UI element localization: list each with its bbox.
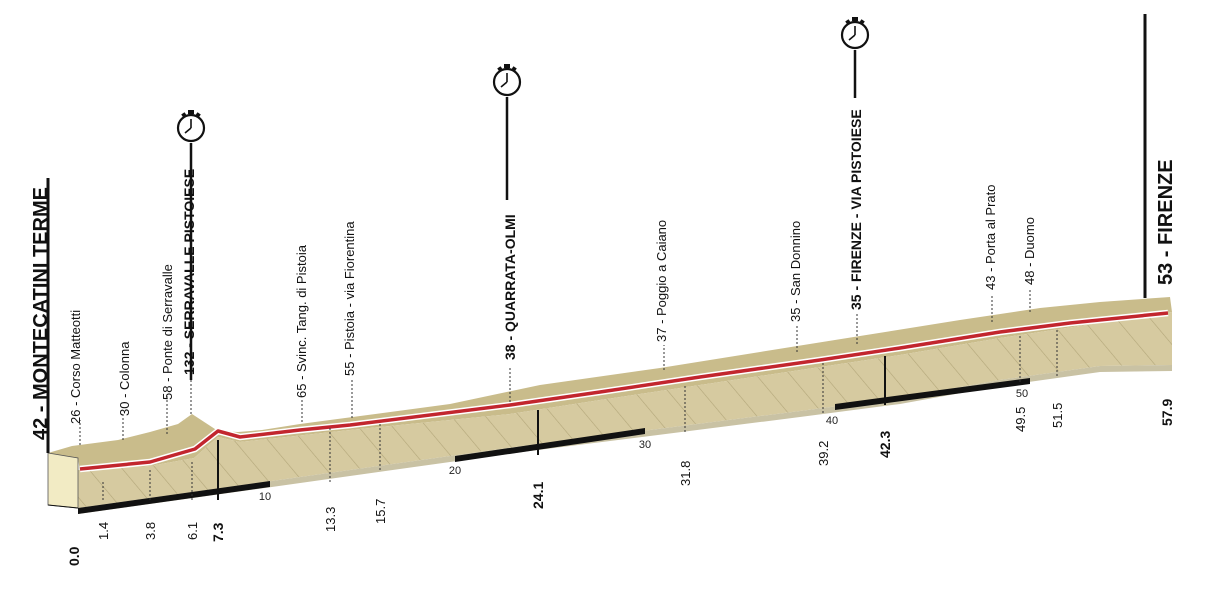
- waypoint-label: 30 - Colonna: [117, 341, 132, 416]
- start-label: 42 - MONTECATINI TERME: [30, 187, 52, 440]
- km-segment-dark: [835, 378, 1030, 410]
- km-label: 42.3: [877, 431, 893, 458]
- km-label: 49.5: [1013, 407, 1028, 432]
- km-label: 6.1: [185, 522, 200, 540]
- waypoint-layer: 26 - Corso Matteotti 30 - Colonna 58 - Pon…: [68, 17, 1037, 445]
- waypoint-label: 38 - QUARRATA-OLMI: [502, 214, 518, 360]
- route-line: [79, 311, 1169, 471]
- finish-label: 53 - FIRENZE: [1155, 159, 1177, 285]
- terrain-side-face: [47, 452, 79, 509]
- km-label: 31.8: [678, 461, 693, 486]
- waypoint-label: 58 - Ponte di Serravalle: [160, 264, 175, 400]
- waypoint-label: 43 - Porta al Prato: [983, 185, 998, 291]
- axis-tick-label: 20: [449, 465, 461, 477]
- km-label-layer: 1.4 3.8 6.1 7.3 13.3 15.7 24.1 31.8 39.2 42.3 49.5…: [96, 330, 1065, 542]
- axis-tick-layer: 10 20 30 40 50: [259, 388, 1028, 503]
- km-label: 39.2: [816, 441, 831, 466]
- km-label: 3.8: [143, 522, 158, 540]
- km-label: 15.7: [373, 499, 388, 524]
- axis-tick-label: 30: [639, 439, 651, 451]
- terrain-hatch: [78, 312, 1172, 508]
- axis-tick-label: 10: [259, 491, 271, 503]
- stopwatch-icon: [492, 64, 522, 97]
- waypoint-label: 35 - San Donnino: [788, 221, 803, 322]
- km-segment-dark: [455, 428, 645, 462]
- km-label: 13.3: [323, 507, 338, 532]
- start-km: 0.0: [66, 546, 82, 566]
- base-bar-light: [78, 365, 1172, 514]
- axis-tick-label: 40: [826, 415, 838, 427]
- km-segment-dark: [78, 481, 270, 514]
- km-segments: [78, 378, 1030, 514]
- stopwatch-icon: [840, 17, 870, 50]
- km-label: 1.4: [96, 522, 111, 540]
- km-label: 24.1: [530, 482, 546, 509]
- waypoint-label: 65 - Svinc. Tang. di Pistoia: [294, 244, 309, 398]
- finish-km: 57.9: [1159, 399, 1175, 426]
- waypoint-label: 37 - Poggio a Caiano: [654, 220, 669, 342]
- waypoint-label: 48 - Duomo: [1022, 217, 1037, 285]
- waypoint-label: 26 - Corso Matteotti: [68, 310, 83, 424]
- km-label: 51.5: [1050, 403, 1065, 428]
- axis-tick-label: 50: [1016, 388, 1028, 400]
- waypoint-label: 35 - FIRENZE - VIA PISTOIESE: [848, 109, 864, 310]
- km-label: 7.3: [210, 522, 226, 542]
- stopwatch-icon: [176, 110, 206, 143]
- waypoint-label: 132 - SERRAVALLE PISTOIESE: [181, 169, 197, 375]
- waypoint-label: 55 - Pistoia - via Fiorentina: [342, 221, 357, 376]
